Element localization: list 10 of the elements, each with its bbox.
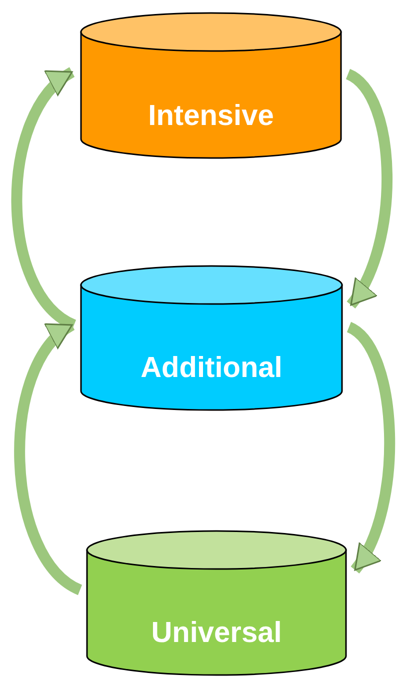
cylinder (80, 265, 343, 411)
curved-arrow (346, 322, 395, 574)
curved-arrow (344, 69, 392, 308)
cylinder-label: Additional (140, 354, 282, 383)
curved-arrow (11, 68, 77, 330)
cylinder-label: Universal (151, 619, 282, 648)
cylinder (80, 12, 342, 159)
curved-arrow (14, 320, 83, 595)
cylinder (86, 530, 347, 676)
cylinder-label: Intensive (148, 102, 274, 131)
